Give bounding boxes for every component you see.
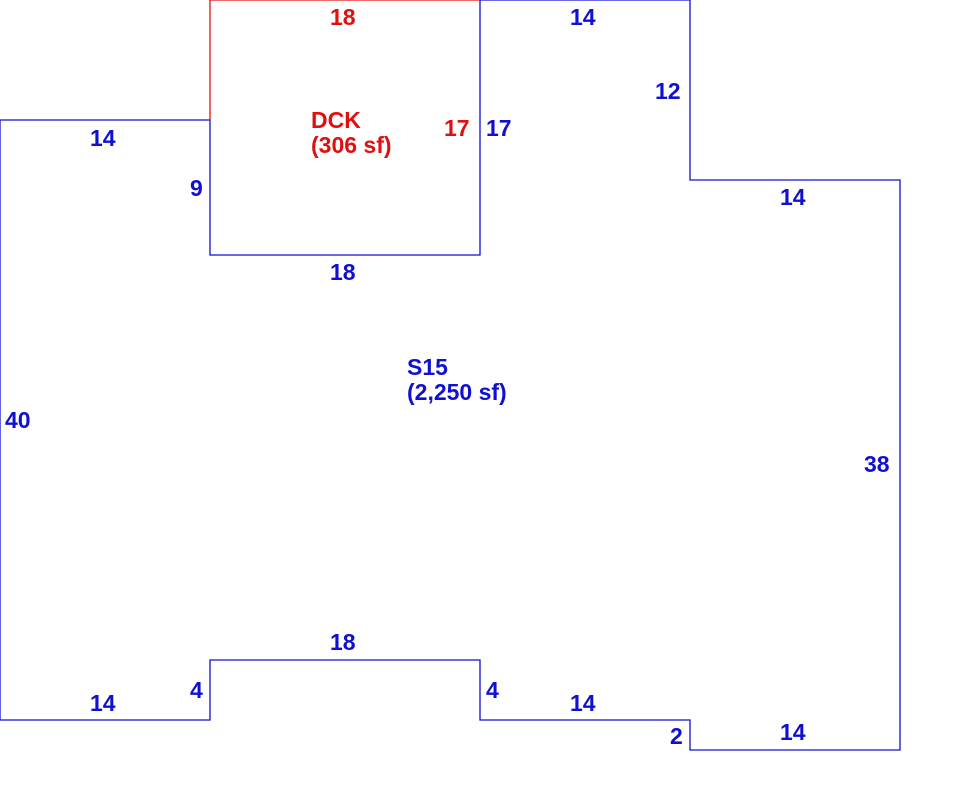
left-top-dimension: 14 — [90, 125, 116, 151]
bump-top-dimension: 18 — [330, 629, 356, 655]
bottom-step-dimension: 2 — [670, 723, 683, 749]
right-side-dimension: 38 — [864, 451, 890, 477]
left-notch-dimension: 9 — [190, 175, 203, 201]
right-top-dimension: 14 — [780, 184, 806, 210]
dck-right-main-dimension: 17 — [486, 115, 512, 141]
upper-step-dimension: 12 — [655, 78, 681, 104]
deck-area-code: DCK — [311, 107, 361, 133]
notch-bottom-dimension: 18 — [330, 259, 356, 285]
deck-top-dimension: 18 — [330, 4, 356, 30]
bump-left-dimension: 4 — [190, 677, 203, 703]
upper-top-dimension: 14 — [570, 4, 596, 30]
main-area-size: (2,250 sf) — [407, 379, 507, 405]
bump-right-dimension: 4 — [486, 677, 499, 703]
main-area-outline — [0, 0, 901, 751]
bottom-left-dimension: 14 — [90, 690, 116, 716]
deck-area-outline — [209, 0, 480, 120]
deck-area-size: (306 sf) — [311, 132, 392, 158]
deck-right-dimension: 17 — [444, 115, 470, 141]
main-area-code: S15 — [407, 354, 448, 380]
bottom-right-dimension: 14 — [780, 719, 806, 745]
left-side-dimension: 40 — [5, 407, 31, 433]
bottom-mid-dimension: 14 — [570, 690, 596, 716]
